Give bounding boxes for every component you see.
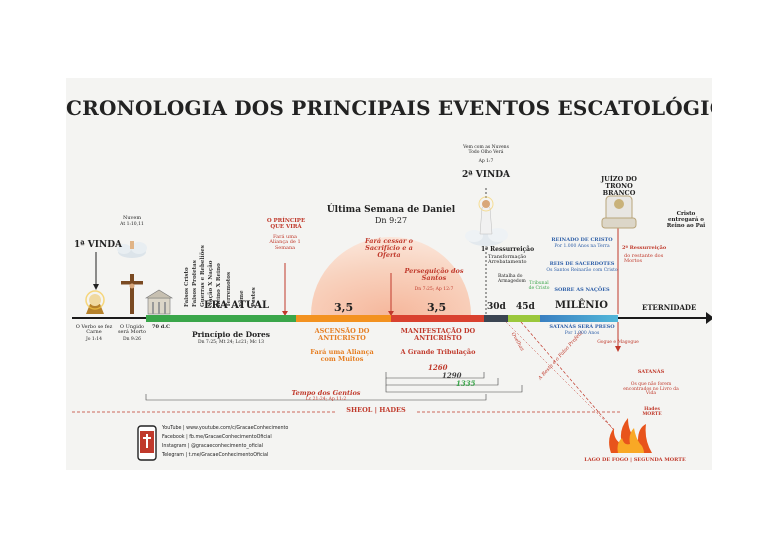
prince-title: O PRÍNCIPE QUE VIRÁ	[266, 218, 306, 230]
page-title: CRONOLOGIA DOS PRINCIPAIS EVENTOS ESCATO…	[66, 96, 712, 120]
temple-icon	[144, 289, 174, 315]
satanas-lago-title: SATANÁS	[637, 369, 665, 375]
throne-title: JUÍZO DO TRONO BRANCO	[601, 175, 637, 197]
segment-milenio	[540, 315, 618, 322]
armageddon-label: Batalha do Armagedom	[498, 274, 526, 284]
era-atual-label: ERA ATUAL	[204, 300, 270, 311]
second-resurrection-title: 2ª Ressurreição	[622, 245, 667, 251]
prince-text: Fará uma Aliança de 1 Semana	[269, 234, 301, 251]
second-coming-ref: Ap 1:7	[478, 159, 494, 164]
social-instagram[interactable]: Instagram | @gracaeconhecimento_oficial	[162, 444, 264, 449]
first-resurrection-text: Transformação Arrebatamento	[488, 254, 527, 266]
milenio-reis-sub: Os Santos Reinarão com Cristo	[546, 268, 618, 273]
event-label: Nação X Nação	[208, 260, 214, 307]
throne-icon	[601, 195, 637, 229]
cristo-reino-label: Cristo entregará o Reino ao Pai	[666, 211, 706, 229]
milenio-reino: REINADO DE CRISTO	[551, 237, 613, 243]
ascensao-title: ASCENSÃO DO ANTICRISTO	[314, 327, 370, 342]
event-label: Pestes	[251, 287, 257, 307]
sheol-label: SHEOL | HADES	[336, 407, 416, 414]
event-label: Falsos Cristo	[184, 267, 190, 307]
satanas-lago-text: Os que não forem encontrados no Livro da…	[623, 382, 679, 397]
event-label: Reino X Reino	[216, 263, 222, 307]
half2-label: 3,5	[427, 301, 447, 314]
45d-label: 45d	[516, 302, 535, 312]
cross-ref: Dn 9:26	[122, 337, 142, 342]
tempo-gentios-ref: Lc 21:24; Ap 11:2	[305, 397, 347, 402]
eternidade-label: ETERNIDADE	[642, 303, 697, 312]
event-label: Fome	[239, 290, 245, 307]
second-coming-caption: Vem com as Nuvens Todo Olho Verá	[463, 145, 509, 155]
social-youtube[interactable]: YouTube | www.youtube.com/c/GracaeConhec…	[162, 426, 289, 431]
milenio-reino-sub: Por 1.000 Anos na Terra	[554, 244, 610, 249]
hades-morte-label: Hades MORTE	[642, 407, 662, 417]
cloud-ref: At 1:10,11	[120, 222, 144, 227]
last-week-ref: Dn 9:27	[374, 216, 408, 225]
first-resurrection-title: 1ª Ressurreição	[481, 246, 535, 253]
gog-label: Gogue e Magogue	[597, 340, 639, 345]
persecution-ref: Dn 7:25; Ap 12:7	[414, 287, 454, 292]
segment-era-atual	[146, 315, 296, 322]
half1-label: 3,5	[334, 301, 354, 314]
milenio-reis: REIS DE SACERDOTES	[549, 261, 615, 267]
cross-icon	[121, 274, 143, 314]
event-label: Guerras e Rebeliões	[200, 245, 206, 307]
manifestacao-text: A Grande Tribulação	[400, 348, 476, 356]
cross-caption: O Ungido será Morto	[117, 324, 147, 336]
milenio-satanas-sub: Por 1.000 Anos	[564, 331, 600, 336]
segment-30d	[484, 315, 508, 322]
tempo-gentios-label: Tempo dos Gentios	[291, 389, 361, 397]
first-coming-ref: Jo 1:14	[85, 337, 103, 342]
milenio-label: MILÊNIO	[555, 300, 608, 311]
cloud-icon	[117, 241, 147, 258]
milenio-nacoes: SOBRE AS NAÇÕES	[554, 287, 610, 293]
cloud-label: Nuvem	[122, 215, 142, 221]
sacrifice-text: Fará cessar o Sacrifício e a Oferta	[364, 237, 414, 259]
chronology-poster: CRONOLOGIA DOS PRINCIPAIS EVENTOS ESCATO…	[66, 78, 712, 470]
social-telegram[interactable]: Telegram | t.me/GracaeConhecimentoOficia…	[162, 453, 269, 458]
tribunal-label: Tribunal de Cristo	[528, 281, 550, 291]
segment-manifestacao	[391, 315, 484, 322]
first-coming-caption: O Verbo se fez Carne	[75, 324, 113, 336]
segment-45d	[508, 315, 540, 322]
phone-bible-icon	[137, 425, 157, 461]
persecution-label: Perseguição dos Santos	[404, 267, 464, 282]
second-resurrection-text: do restante dos Mortos	[624, 253, 664, 265]
event-label: Falsos Profetas	[192, 260, 198, 307]
days-1260: 1260	[428, 363, 448, 372]
event-label: Terremotos	[226, 271, 232, 307]
principio-dores-ref: Dn 7:25; Mt 24; Lc21; Mc 13	[198, 340, 264, 345]
segment-ascensao	[296, 315, 391, 322]
milenio-satanas: SATANÁS SERÁ PRESO	[549, 324, 615, 330]
social-facebook[interactable]: Facebook | fb.me/GracaeConhecimentoOfici…	[162, 435, 272, 440]
manger-icon	[85, 290, 105, 314]
eternity-arrow-head	[706, 312, 712, 324]
days-1335: 1335	[456, 379, 476, 388]
ascensao-text: Fará uma Aliança com Muitos	[310, 348, 374, 363]
30d-label: 30d	[487, 302, 506, 312]
timeline-graphics	[72, 188, 712, 461]
jesus-cloud-icon	[465, 196, 508, 246]
temple-caption: 70 d.C	[152, 324, 170, 330]
days-1290: 1290	[442, 371, 462, 380]
first-coming-label: 1ª VINDA	[74, 240, 122, 250]
fire-icon	[609, 418, 652, 453]
principio-dores-label: Princípio de Dores	[191, 330, 271, 339]
manifestacao-title: MANIFESTAÇÃO DO ANTICRISTO	[400, 327, 476, 342]
last-week-title: Última Semana de Daniel	[326, 205, 456, 215]
second-coming-label: 2ª VINDA	[462, 170, 510, 180]
lago-fogo-label: LAGO DE FOGO | SEGUNDA MORTE	[584, 457, 686, 463]
